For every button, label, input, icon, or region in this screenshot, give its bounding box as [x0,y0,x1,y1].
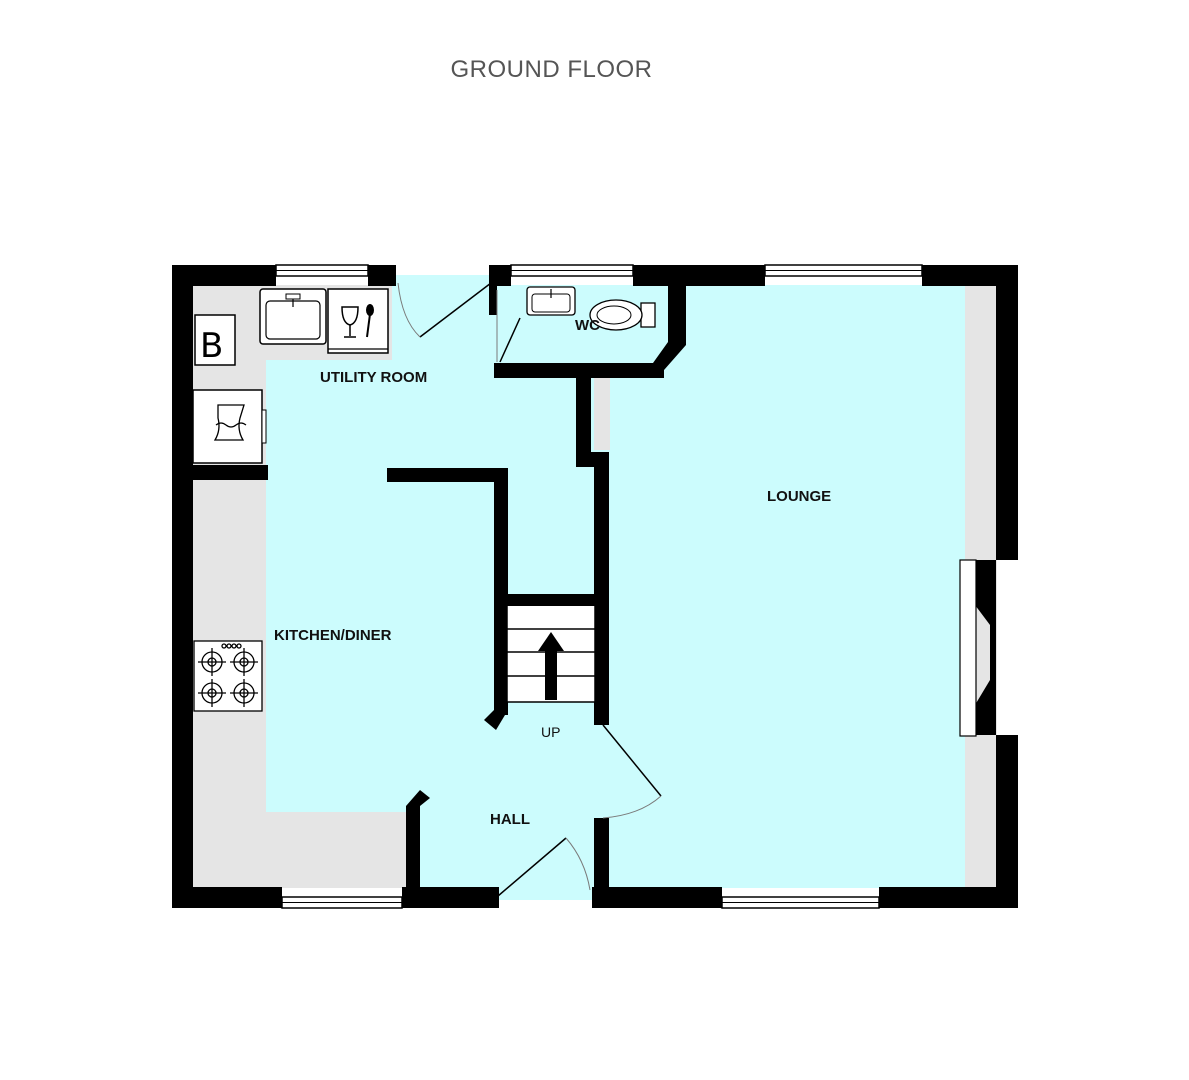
wc-angled-wall [640,285,686,378]
utility-door-swing [397,282,421,338]
front-door-leaf [497,837,567,897]
kitchen-bottom-worktop [192,812,406,888]
spine-wall-lower [594,818,609,900]
toilet-icon [589,299,656,331]
spine-wall-main [594,452,609,725]
hob-icon [193,640,263,712]
utility-door-leaf [419,282,492,338]
lounge-door-swing [602,795,662,819]
wc-door-leaf [499,317,521,363]
kitchen-partition-vertical [494,468,508,715]
utility-room-label: UTILITY ROOM [320,369,427,386]
bottom-wall-2 [402,887,499,908]
wc-left-jamb [489,265,497,315]
lounge-label: LOUNGE [767,488,831,505]
bottom-wall-1 [172,887,282,908]
stairs-arrow-icon [538,632,564,700]
utility-partition-left [192,465,268,480]
stairs [499,594,598,703]
kitchen-diner-label: KITCHEN/DINER [274,627,392,644]
boiler-icon: B [194,314,236,366]
doors [397,282,662,897]
right-wall-top [996,265,1018,560]
front-door-swing [565,837,591,891]
utility-doorway-floor [395,275,491,289]
kitchen-partition-top [387,468,508,482]
chimney-breast [975,560,996,735]
wc-basin-icon [526,286,576,316]
top-wall-4 [633,265,765,286]
windows [275,264,923,909]
right-wall-bottom [996,735,1018,908]
left-wall [172,265,193,908]
kitchen-partition-stub [484,710,508,730]
spine-wall-upper [576,375,591,467]
top-wall-2 [368,265,396,286]
bottom-wall-3 [592,887,722,908]
boiler-label: B [200,326,223,366]
lounge-floor [594,285,997,888]
hall-floor [418,700,598,900]
lounge-door-leaf [602,724,662,797]
wc-bottom-wall [494,363,664,378]
top-wall-5 [922,265,1018,286]
hall-left-wall [406,806,420,902]
walls [172,265,1018,908]
washing-machine-icon [192,389,267,464]
stairs-top-bar [499,594,598,606]
front-door-floor [497,886,593,900]
floor-title: GROUND FLOOR [450,56,653,83]
wc-label: WC [575,317,600,334]
top-wall-1 [172,265,276,286]
hall-label: HALL [490,811,530,828]
hall-left-stub [406,790,430,806]
fireplace-icon [959,559,977,737]
lounge-left-recess [594,375,610,450]
stairs-up-label: UP [541,724,560,740]
dishwasher-icon [327,288,389,354]
bottom-wall-4 [879,887,1018,908]
sink-icon [259,288,327,345]
